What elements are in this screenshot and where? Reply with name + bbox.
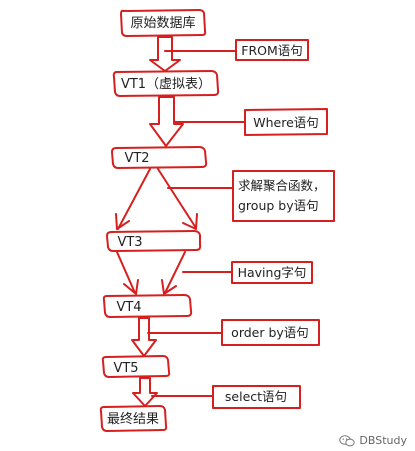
arrow-vt5-to-result <box>132 377 158 407</box>
label-having-box <box>231 261 313 284</box>
label-select-text: select语句 <box>225 389 287 404</box>
arrow-vt4-to-vt5 <box>131 317 157 357</box>
label-from-text: FROM语句 <box>241 43 303 58</box>
label-from-box <box>235 39 309 61</box>
label-aggregate-text-1: 求解聚合函数， <box>238 178 326 193</box>
node-vt3-label: VT3 <box>117 235 142 250</box>
node-vt4-box <box>102 294 193 318</box>
node-source-box <box>120 9 207 37</box>
label-orderby-box <box>221 319 320 346</box>
node-result-box <box>99 405 168 432</box>
wechat-icon <box>339 434 356 447</box>
watermark: DBStudy <box>339 434 407 447</box>
node-vt5-box <box>101 355 171 378</box>
arrow-vt3-to-vt4-left <box>116 251 139 295</box>
node-vt1-box <box>112 70 220 97</box>
watermark-text: DBStudy <box>359 434 407 447</box>
label-orderby-text: order by语句 <box>231 325 309 340</box>
node-vt3-box <box>106 230 202 252</box>
node-vt2-label: VT2 <box>124 151 149 166</box>
node-vt4-label: VT4 <box>116 300 141 315</box>
arrow-vt3-to-vt4-right <box>161 251 186 295</box>
arrow-source-to-vt1 <box>149 36 181 72</box>
label-having-text: Having字句 <box>238 265 307 280</box>
arrow-vt2-to-vt3-left <box>115 168 151 230</box>
node-vt1-label: VT1（虚拟表） <box>121 77 211 92</box>
node-vt5-label: VT5 <box>113 361 138 376</box>
arrow-vt2-to-vt3-right <box>157 168 198 230</box>
node-vt2-box <box>111 146 208 169</box>
label-where-box <box>244 108 328 136</box>
label-select-box <box>212 385 301 409</box>
label-where-text: Where语句 <box>253 115 319 130</box>
node-source-label: 原始数据库 <box>130 15 195 31</box>
label-aggregate-box <box>232 170 335 222</box>
node-result-label: 最终结果 <box>107 411 159 427</box>
arrow-vt1-to-vt2 <box>149 96 184 147</box>
label-aggregate-text-2: group by语句 <box>238 198 319 213</box>
